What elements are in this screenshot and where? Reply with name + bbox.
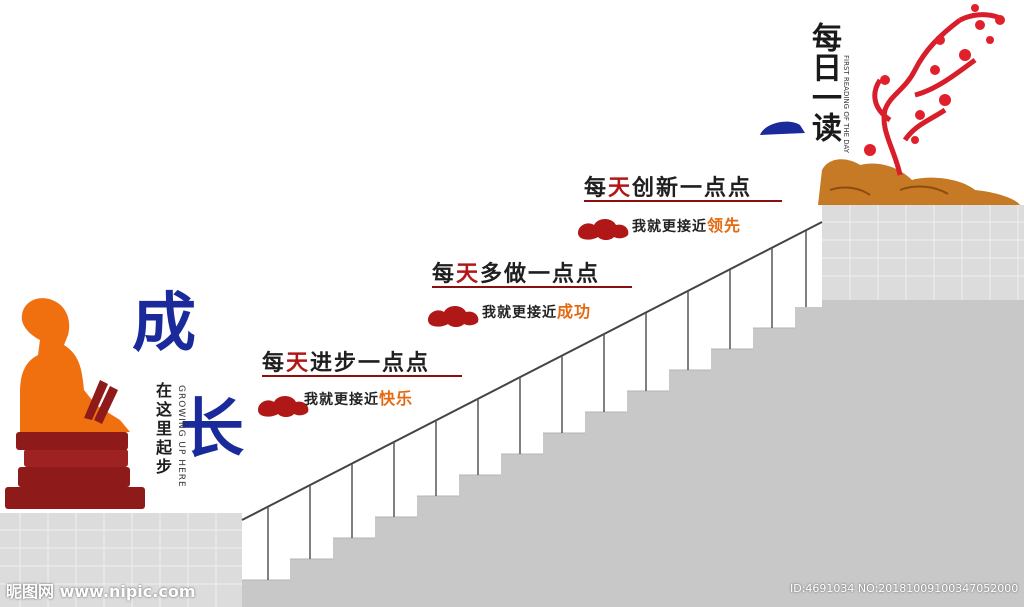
slogan-2-highlight: 天: [456, 262, 481, 287]
upper-tile-wall: [822, 205, 1024, 300]
watermark-left: 昵图网 www.nipic.com: [6, 582, 196, 601]
slogan-1-lead: 每: [262, 351, 287, 376]
cloud-motif-icon: [258, 219, 629, 417]
slogan-2-lead: 每: [432, 262, 457, 287]
slogan-1-highlight: 天: [286, 351, 311, 376]
slogan-2-rest: 多做一点点: [480, 262, 601, 287]
stair-edges: [242, 327, 795, 581]
blue-seal-icon: [760, 121, 805, 135]
rock-icon: [818, 159, 1020, 205]
tagline-en: GROWING UP HERE: [176, 385, 186, 488]
reading-girl-icon: [5, 298, 145, 509]
slogan-3-rest: 创新一点点: [632, 176, 753, 201]
slogan-1-sub: 我就更接近快乐: [304, 385, 413, 409]
lower-wall-tiles: [0, 513, 242, 607]
slogan-2-sub: 我就更接近成功: [482, 298, 591, 322]
slogan-3-highlight: 天: [608, 176, 633, 201]
slogan-1-sub-prefix: 我就更接近: [304, 392, 379, 408]
slogan-2-sub-highlight: 成功: [557, 302, 592, 321]
slogan-2-rule: [432, 286, 632, 288]
tagline: 在这里起步: [153, 382, 172, 477]
upper-wall-tiles: [822, 205, 1024, 300]
daily-read-en: FIRST READING OF THE DAY: [842, 55, 850, 154]
watermark-right: ID:4691034 NO:20181009100347052000: [790, 582, 1019, 595]
slogan-3-sub-prefix: 我就更接近: [632, 219, 707, 235]
slogan-3-sub-highlight: 领先: [707, 216, 742, 235]
daily-read-title: 每日一读: [806, 22, 841, 142]
slogan-1-sub-highlight: 快乐: [379, 389, 414, 408]
slogan-1: 每天进步一点点: [262, 345, 430, 377]
handrail-balusters: [267, 231, 807, 580]
slogan-2-sub-prefix: 我就更接近: [482, 305, 557, 321]
slogan-2: 每天多做一点点: [432, 256, 600, 288]
slogan-3: 每天创新一点点: [584, 170, 752, 202]
slogan-3-rule: [584, 200, 782, 202]
slogan-3-sub: 我就更接近领先: [632, 212, 741, 236]
plum-blossom-tree-icon: [864, 4, 1005, 176]
title-char-cheng: 成: [132, 286, 196, 361]
slogan-1-rule: [262, 375, 462, 377]
slogan-3-lead: 每: [584, 176, 609, 201]
handrail: [241, 221, 823, 521]
slogan-1-rest: 进步一点点: [310, 351, 431, 376]
lower-tile-wall: [0, 513, 242, 607]
title-char-zhang: 长: [180, 392, 244, 467]
stair-steps: [242, 300, 1024, 607]
